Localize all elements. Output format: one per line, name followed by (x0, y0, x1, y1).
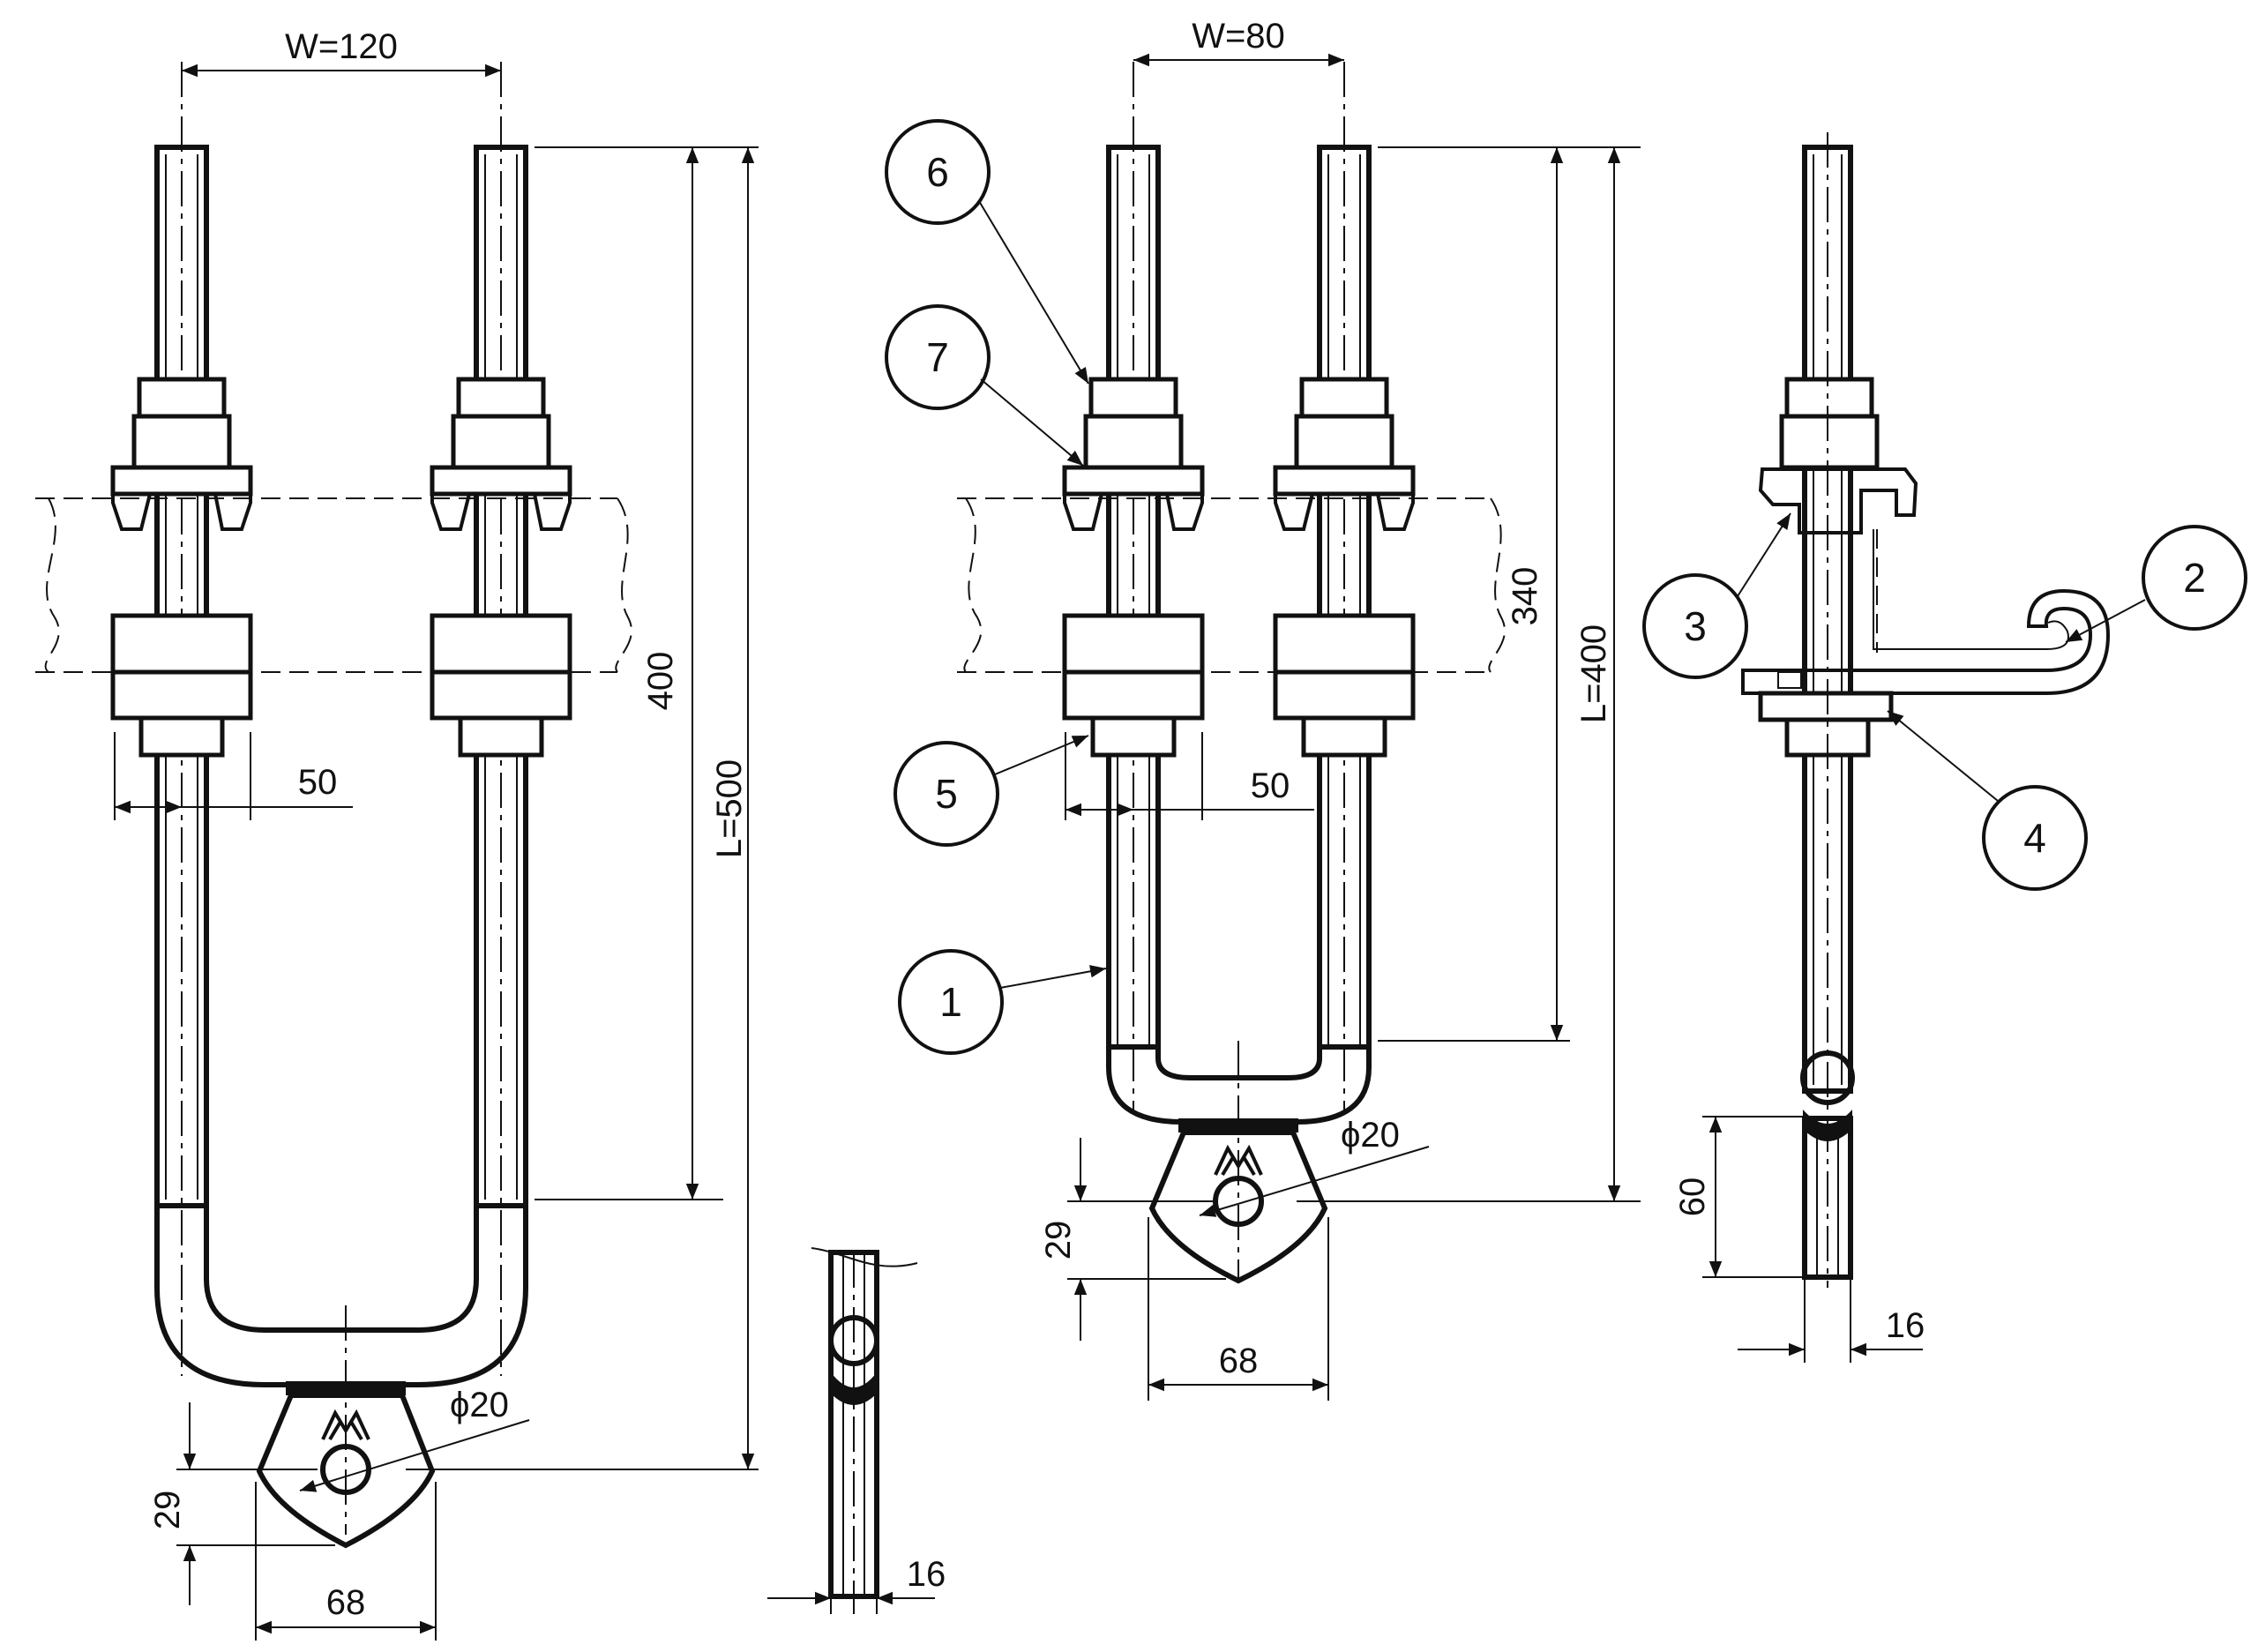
view-b-pitch-label: 50 (1251, 766, 1290, 805)
callout-7-label: 7 (926, 334, 949, 380)
view-b-span-label: 340 (1506, 567, 1544, 626)
view-b-length-label: L=400 (1574, 624, 1613, 723)
view-a-pitch-label: 50 (298, 763, 338, 802)
view-a-width-label: W=120 (285, 27, 398, 66)
view-b-left-hardware (1062, 377, 1205, 758)
callout-6-label: 6 (926, 149, 949, 195)
callout-6: 6 (885, 119, 1089, 385)
view-a-eye-width-label: 68 (326, 1583, 366, 1622)
view-b-eye-height-dimension: 29 (1039, 1138, 1226, 1341)
callout-1: 1 (898, 949, 1107, 1055)
view-b-length-dimension: L=400 (1297, 147, 1641, 1202)
callout-4: 4 (1887, 710, 2088, 891)
view-b: W=80 340 L=400 50 ϕ20 (885, 17, 1641, 1401)
side-view-small-thickness-dimension: 16 (767, 1555, 946, 1614)
view-a-hole-label: ϕ20 (450, 1386, 509, 1424)
view-b-right-hardware (1273, 377, 1416, 758)
view-b-panel-outline (957, 497, 1506, 673)
view-b-eye-height-label: 29 (1039, 1221, 1078, 1260)
view-a-eye-height-label: 29 (148, 1491, 187, 1530)
view-b-span-dimension: 340 (1378, 146, 1641, 1042)
view-a-length-label: L=500 (710, 759, 749, 858)
view-a-eye-width-dimension: 68 (255, 1482, 437, 1641)
callout-2: 2 (2065, 525, 2247, 643)
callout-3: 3 (1642, 512, 1791, 679)
side-view-small-thickness-label: 16 (907, 1555, 946, 1594)
view-a-eye-height-dimension: 29 (148, 1402, 335, 1605)
view-b-width-label: W=80 (1192, 17, 1285, 56)
side-view-small: 16 (767, 1247, 946, 1614)
callout-3-label: 3 (1684, 603, 1707, 649)
side-view-right-eye-length-label: 60 (1673, 1177, 1712, 1217)
view-b-hole-dimension: ϕ20 (1199, 1116, 1430, 1217)
view-a-span-label: 400 (641, 652, 680, 711)
view-a-length-dimension: L=500 (406, 147, 759, 1470)
callout-2-label: 2 (2183, 555, 2206, 601)
view-a-width-dimension: W=120 (182, 27, 501, 78)
view-a: W=120 400 L=500 50 ϕ20 (35, 27, 759, 1641)
side-view-right-thickness-label: 16 (1886, 1306, 1925, 1345)
view-a-hole-dimension: ϕ20 (299, 1386, 530, 1492)
side-view-right-eye (1800, 1050, 1855, 1280)
callout-5: 5 (893, 735, 1089, 847)
view-a-span-dimension: 400 (535, 146, 759, 1200)
view-a-u-bend (154, 1200, 528, 1387)
view-a-pitch-dimension: 50 (114, 732, 353, 820)
side-view-right-eye-length-dimension: 60 (1673, 1116, 1803, 1278)
view-b-hole-label: ϕ20 (1341, 1116, 1400, 1155)
callout-7: 7 (885, 304, 1084, 467)
side-view-right-hardware (1741, 377, 2111, 758)
view-a-left-hardware (110, 377, 253, 758)
view-b-eye-width-label: 68 (1219, 1342, 1259, 1380)
view-b-width-dimension: W=80 (1133, 17, 1344, 67)
callout-1-label: 1 (939, 979, 962, 1025)
view-b-pitch-dimension: 50 (1065, 732, 1314, 820)
view-a-right-hardware (430, 377, 572, 758)
callout-4-label: 4 (2023, 815, 2046, 861)
view-b-eye-width-dimension: 68 (1148, 1217, 1329, 1401)
side-view-right-thickness-dimension: 16 (1738, 1277, 1925, 1363)
side-view-right: 60 16 3 2 4 (1642, 132, 2247, 1363)
callout-5-label: 5 (935, 771, 958, 817)
